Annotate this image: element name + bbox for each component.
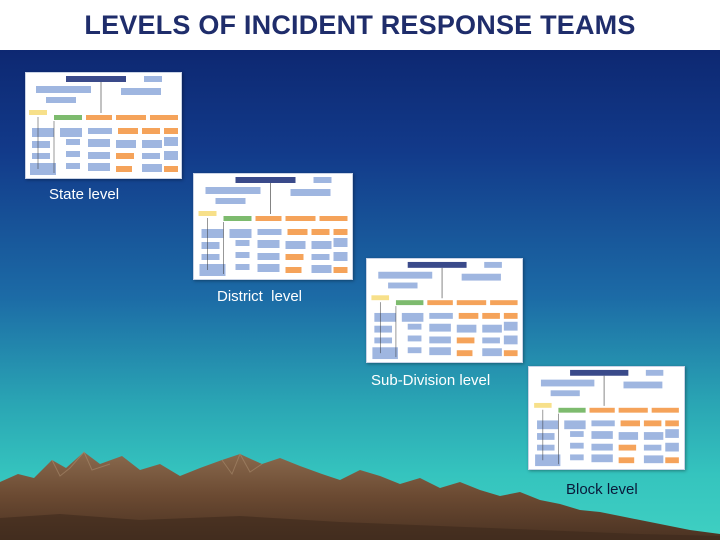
org-chart-diagram (198, 177, 348, 276)
level-label-state: State level (49, 186, 120, 203)
slide-title: LEVELS OF INCIDENT RESPONSE TEAMS (84, 9, 636, 40)
title-bar: LEVELS OF INCIDENT RESPONSE TEAMS (0, 0, 720, 50)
level-label-district: District level (217, 288, 303, 305)
org-chart-sub-division (366, 258, 523, 363)
org-chart-block (528, 366, 685, 470)
org-chart-diagram (29, 76, 178, 175)
org-chart-diagram (371, 261, 518, 360)
mountain-range-background (0, 451, 720, 540)
org-chart-diagram (534, 369, 679, 467)
level-label-sub-division: Sub-Division level (371, 372, 491, 389)
level-label-block: Block level (566, 481, 638, 498)
org-chart-state (25, 72, 182, 179)
org-chart-district (193, 173, 353, 280)
